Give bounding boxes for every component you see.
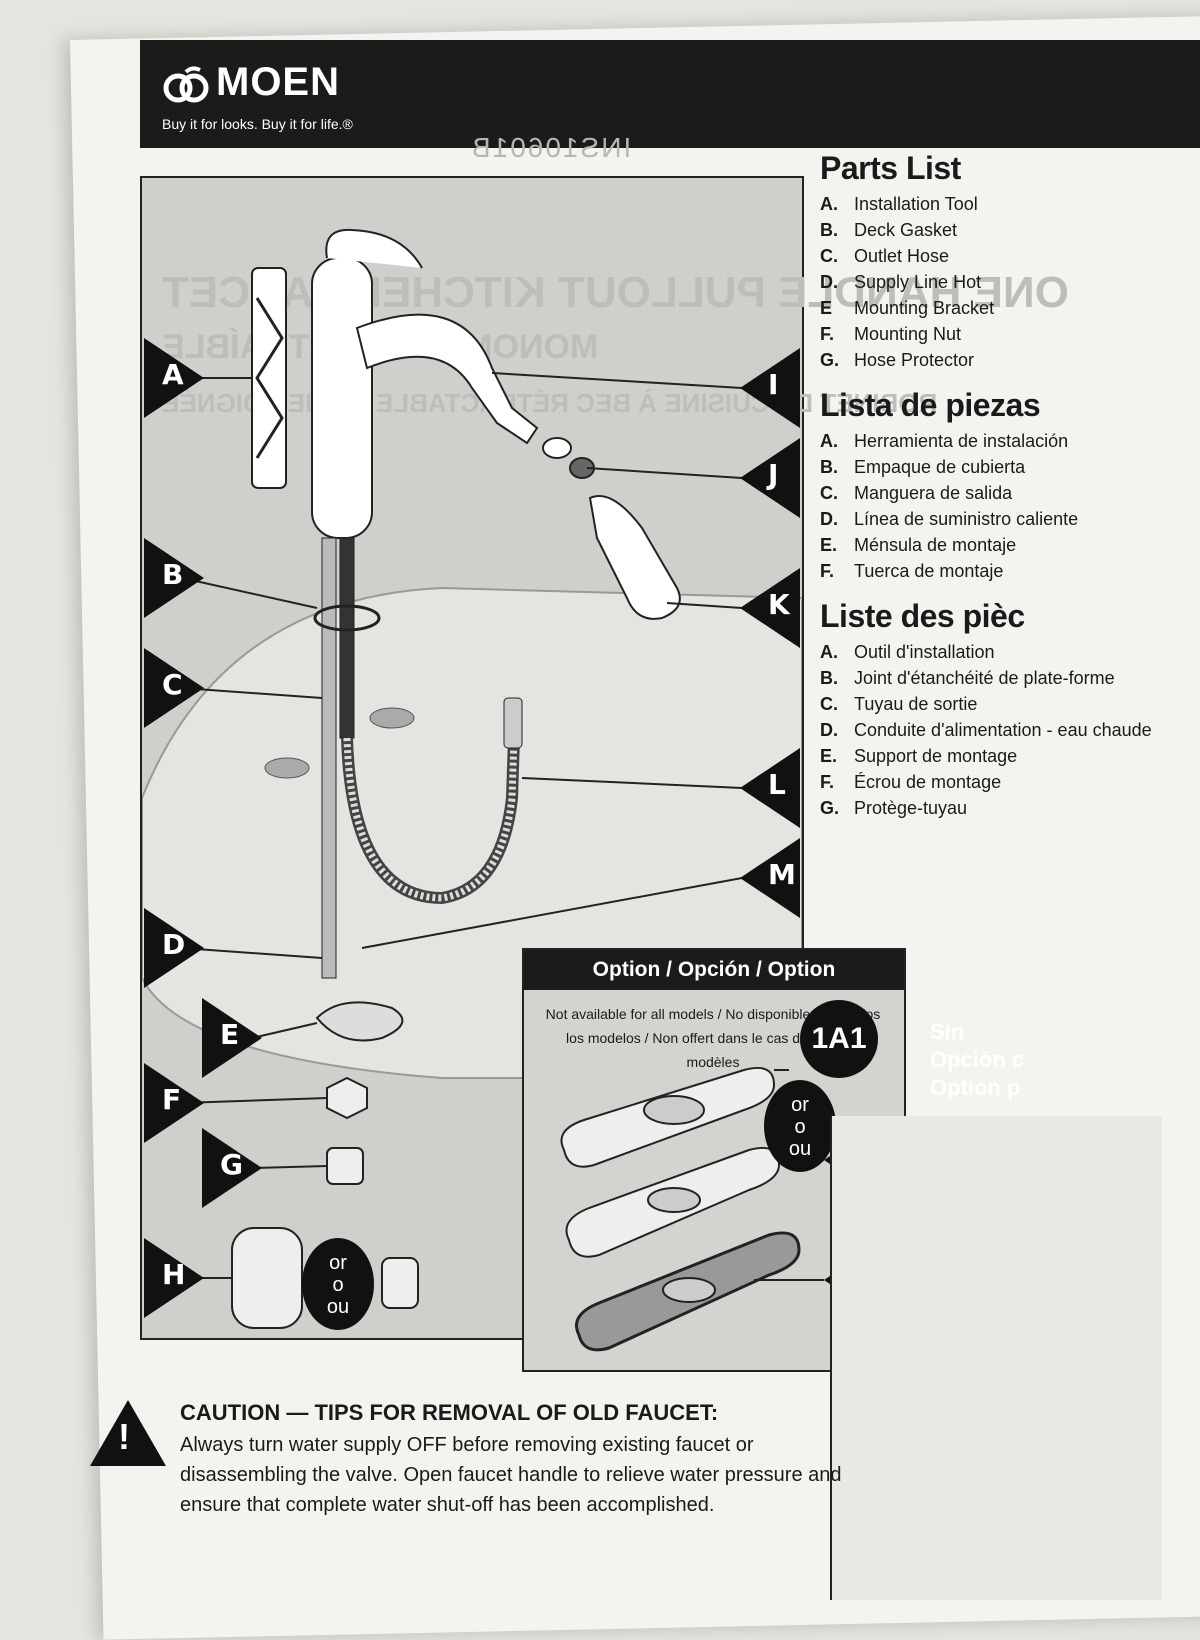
list-item: D.Línea de suministro caliente	[820, 509, 1079, 529]
list-item: F.Mounting Nut	[820, 324, 962, 344]
list-item: D.Supply Line Hot	[820, 272, 982, 292]
callout-i-label: I	[768, 368, 779, 401]
step-illustration-panel	[830, 1116, 1162, 1600]
list-item: C.Manguera de salida	[820, 483, 1013, 503]
caution-body: Always turn water supply OFF before remo…	[180, 1434, 842, 1516]
caution-title: CAUTION — TIPS FOR REMOVAL OF OLD FAUCET…	[180, 1400, 719, 1425]
list-item: E.Support de montage	[820, 746, 1018, 766]
parts-list-es: A.Herramienta de instalación B.Empaque d…	[820, 428, 1160, 584]
step-title: Sin Opción c Option p	[930, 1019, 1025, 1100]
callout-k-marker	[740, 568, 800, 648]
step-badge: 1A1	[800, 1000, 878, 1078]
list-item: A.Outil d'installation	[820, 642, 995, 662]
callout-b-label: B	[162, 558, 184, 591]
liste-pieces-heading: Liste des pièc	[820, 598, 1025, 634]
document-number: INS10601B	[470, 132, 632, 163]
callout-m-label: M	[768, 858, 796, 891]
list-item: A.Installation Tool	[820, 194, 978, 214]
list-item: D.Conduite d'alimentation - eau chaude	[820, 720, 1152, 740]
list-item: B.Joint d'étanchéité de plate-forme	[820, 668, 1115, 688]
list-item: A.Herramienta de instalación	[820, 431, 1069, 451]
callout-h-label: H	[162, 1258, 186, 1291]
list-item: F.Écrou de montage	[820, 772, 1002, 792]
lista-piezas-heading: Lista de piezas	[820, 387, 1041, 423]
callout-c-label: C	[162, 668, 183, 701]
brand-tagline: Buy it for looks. Buy it for life.®	[162, 116, 353, 132]
parts-lists: Parts List A.Installation Tool B.Deck Ga…	[820, 150, 1160, 835]
header-bar: MOEN Buy it for looks. Buy it for life.®	[140, 40, 1200, 148]
parts-list-en: A.Installation Tool B.Deck Gasket C.Outl…	[820, 191, 1160, 373]
list-item: G.Hose Protector	[820, 350, 975, 370]
list-item: C.Tuyau de sortie	[820, 694, 978, 714]
or-bubble: or o ou	[302, 1238, 374, 1330]
list-item: E.Ménsula de montaje	[820, 535, 1017, 555]
warning-icon	[90, 1400, 166, 1466]
callout-g-label: G	[220, 1148, 243, 1181]
faucet-illustration	[142, 228, 802, 1329]
callout-e-label: E	[220, 1018, 240, 1051]
warning-exclamation-icon: !	[118, 1416, 130, 1457]
option-title: Option / Opción / Option	[524, 950, 904, 990]
callout-j-label: J	[768, 458, 779, 491]
callout-m-marker	[740, 838, 800, 918]
list-item: B.Empaque de cubierta	[820, 457, 1026, 477]
brand-name: MOEN	[216, 60, 340, 104]
callout-i-marker	[740, 348, 800, 428]
option-note: Not available for all models / No dispon…	[545, 1006, 881, 1070]
callout-a-label: A	[162, 358, 184, 391]
list-item: B.Deck Gasket	[820, 220, 958, 240]
parts-diagram: ONE HANDLE PULLOUT KITCHEN FAUCET MONOMA…	[140, 176, 1069, 1372]
callout-k-label: K	[768, 588, 790, 621]
parts-list-heading: Parts List	[820, 150, 961, 186]
parts-list-fr: A.Outil d'installation B.Joint d'étanché…	[820, 639, 1160, 821]
callout-l-label: L	[768, 768, 786, 801]
callout-j-marker	[740, 438, 800, 518]
callout-d-label: D	[162, 928, 186, 961]
moen-logo-icon	[163, 66, 209, 103]
callout-l-marker	[740, 748, 800, 828]
list-item: G.Protège-tuyau	[820, 798, 968, 818]
list-item: F.Tuerca de montaje	[820, 561, 1004, 581]
list-item: C.Outlet Hose	[820, 246, 950, 266]
escutcheon-illustration	[560, 1066, 825, 1352]
callout-f-label: F	[162, 1083, 182, 1116]
